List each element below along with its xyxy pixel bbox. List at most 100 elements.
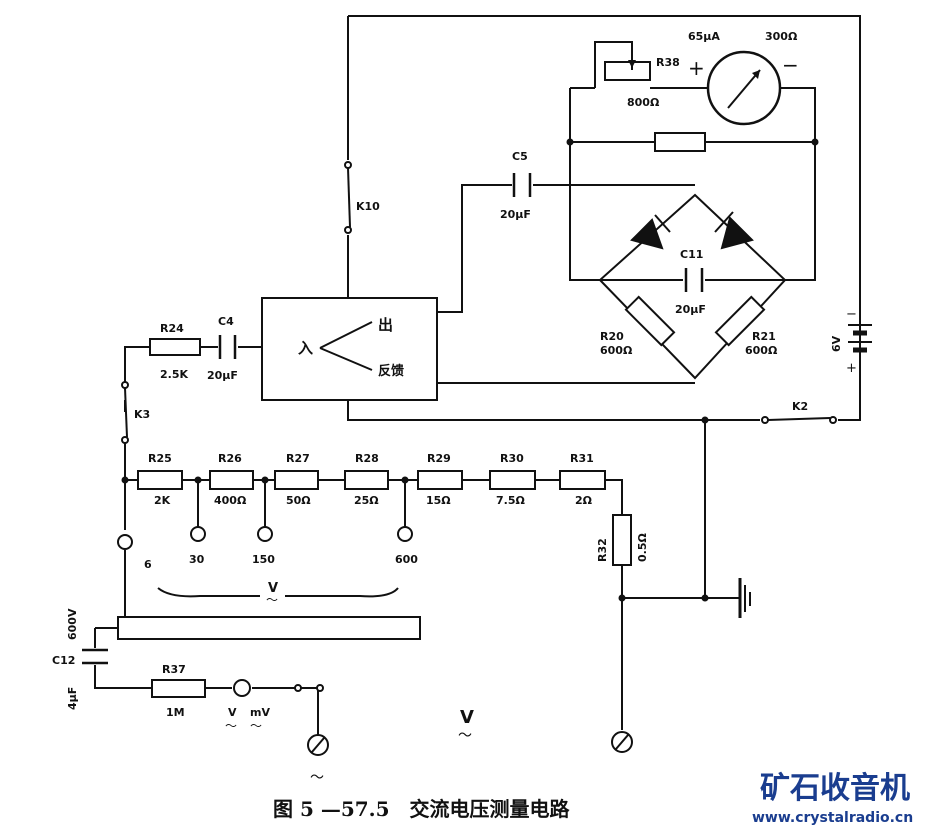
probe-wire xyxy=(94,628,319,735)
diode-right-icon xyxy=(720,216,754,250)
r20-value: 600Ω xyxy=(600,344,633,357)
resistor-bodies xyxy=(137,61,766,698)
k2-label: K2 xyxy=(792,400,808,413)
r26-name: R26 xyxy=(218,452,242,465)
r29-name: R29 xyxy=(427,452,451,465)
r32-name: R32 xyxy=(596,538,609,562)
c5-value: 20μF xyxy=(500,208,531,221)
r21-body xyxy=(714,295,766,347)
r32-value: 0.5Ω xyxy=(636,533,649,562)
meter-65ua xyxy=(706,50,782,126)
r29-value: 15Ω xyxy=(426,494,451,507)
r38-value: 800Ω xyxy=(627,96,660,109)
k10-blade xyxy=(347,167,351,228)
r25-name: R25 xyxy=(148,452,172,465)
c12-value: 4μF xyxy=(66,687,79,710)
r38-wiper xyxy=(594,41,633,88)
mv-label: mV xyxy=(250,706,270,719)
tap-6-label: 6 xyxy=(144,558,152,571)
terminal-slashes xyxy=(311,734,629,753)
r28-name: R28 xyxy=(355,452,379,465)
amplifier-branches xyxy=(319,321,373,371)
watermark-url: www.crystalradio.cn xyxy=(752,810,913,826)
battery-plus: + xyxy=(846,361,857,376)
battery-6v xyxy=(848,310,872,385)
c12-voltage: 600V xyxy=(66,608,79,640)
r25-body xyxy=(137,470,183,490)
r38-body xyxy=(604,61,651,81)
r31-body xyxy=(559,470,606,490)
battery-minus: − xyxy=(846,307,857,322)
r38-name: R38 xyxy=(656,56,680,69)
tap-150-terminal xyxy=(257,526,273,542)
r20-name: R20 xyxy=(600,330,624,343)
range-v-label: V xyxy=(268,581,278,596)
battery-voltage: 6V xyxy=(830,335,843,352)
tap-600-terminal xyxy=(397,526,413,542)
meter-minus-label: − xyxy=(782,53,799,77)
switch-blades xyxy=(124,167,831,438)
top-wire xyxy=(348,15,861,415)
meter-top-wire xyxy=(570,87,816,281)
r37-name: R37 xyxy=(162,663,186,676)
tap-150-label: 150 xyxy=(252,553,275,566)
r30-name: R30 xyxy=(500,452,524,465)
c11-name: C11 xyxy=(680,248,703,261)
r24-value: 2.5K xyxy=(160,368,188,381)
tap-6-terminal xyxy=(117,534,133,550)
v-ac-mark: ～ xyxy=(225,719,237,733)
figure-caption: 图 5 —57.5 交流电压测量电路 xyxy=(273,797,571,821)
r24-body xyxy=(149,338,201,356)
meter-resistance-label: 300Ω xyxy=(765,30,798,43)
selector-rail xyxy=(117,616,421,640)
r38-wiper-arrow xyxy=(628,60,636,68)
mv-ac-mark: ～ xyxy=(250,719,262,733)
meter-left-wire xyxy=(569,142,600,281)
junctions xyxy=(121,138,819,602)
r20-body xyxy=(624,295,676,347)
v-mv-jack xyxy=(233,679,251,697)
amp-fb-label: 反馈 xyxy=(378,363,404,379)
k2-blade xyxy=(767,417,831,421)
c4-value: 20μF xyxy=(207,369,238,382)
meter-plus-label: + xyxy=(688,56,705,80)
c12-name: C12 xyxy=(52,654,75,667)
r31-value: 2Ω xyxy=(575,494,593,507)
amp-out-label: 出 xyxy=(378,316,393,334)
bridge-diamond xyxy=(598,193,787,380)
r30-body xyxy=(489,470,536,490)
tap-30-terminal xyxy=(190,526,206,542)
r32-body xyxy=(612,514,632,566)
bridge-diodes xyxy=(630,211,754,250)
k3-label: K3 xyxy=(134,408,150,421)
r25-value: 2K xyxy=(154,494,171,507)
r28-value: 25Ω xyxy=(354,494,379,507)
ground-wire xyxy=(621,420,740,599)
r28-body xyxy=(344,470,389,490)
input-wire xyxy=(124,346,265,390)
k10-label: K10 xyxy=(356,200,380,213)
r29-body xyxy=(417,470,463,490)
r27-value: 50Ω xyxy=(286,494,311,507)
r30-value: 7.5Ω xyxy=(496,494,525,507)
terminal-v-label: V xyxy=(460,707,474,728)
r27-name: R27 xyxy=(286,452,310,465)
watermark-title: 矿石收音机 xyxy=(760,771,910,806)
probe-ac-mark: ～ xyxy=(310,770,324,786)
capacitor-plates xyxy=(82,173,704,665)
r37-value: 1M xyxy=(166,706,185,719)
r24-name: R24 xyxy=(160,322,184,335)
k3-blade xyxy=(124,387,128,438)
k2-right-wire xyxy=(838,385,861,421)
c4-name: C4 xyxy=(218,315,234,328)
shunt-resistor-body xyxy=(654,132,706,152)
r26-value: 400Ω xyxy=(214,494,247,507)
r21-value: 600Ω xyxy=(745,344,778,357)
amplifier-box xyxy=(261,297,438,401)
amp-in-label: 入 xyxy=(298,339,313,357)
r21-name: R21 xyxy=(752,330,776,343)
c11-value: 20μF xyxy=(675,303,706,316)
terminal-ac-mark: ～ xyxy=(458,728,472,744)
